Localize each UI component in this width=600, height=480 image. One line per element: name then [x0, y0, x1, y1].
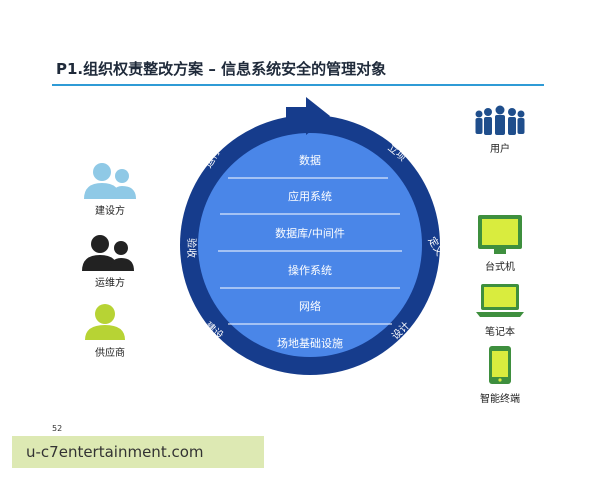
watermark-text: u-c7entertainment.com	[26, 443, 204, 461]
operator-icon	[82, 235, 134, 271]
item-label-smart-terminal: 智能终端	[480, 394, 520, 405]
desktop-icon	[478, 215, 522, 254]
layer-label-data: 数据	[299, 153, 321, 167]
role-label-builder: 建设方	[95, 206, 125, 217]
layer-label-facility: 场地基础设施	[277, 336, 343, 350]
role-label-operator: 运维方	[95, 278, 125, 289]
ring-arrow-icon	[286, 97, 330, 135]
smart-terminal-icon	[489, 346, 511, 384]
supplier-icon	[85, 304, 125, 340]
layer-label-application: 应用系统	[288, 189, 332, 203]
page-number: 52	[52, 424, 63, 433]
item-label-users: 用户	[490, 144, 510, 155]
item-label-laptop: 笔记本	[485, 327, 515, 338]
layer-dividers	[218, 177, 402, 325]
role-label-supplier: 供应商	[95, 348, 125, 359]
layer-label-database-middleware: 数据库/中间件	[275, 226, 345, 240]
title-divider	[52, 84, 544, 86]
item-label-desktop: 台式机	[485, 262, 515, 273]
layer-label-network: 网络	[299, 299, 321, 313]
laptop-icon	[476, 284, 524, 317]
inner-circle	[198, 133, 422, 357]
watermark-banner: u-c7entertainment.com	[12, 436, 264, 468]
layer-label-os: 操作系统	[288, 263, 332, 277]
cycle-label-left: 验收	[185, 238, 198, 258]
users-icon	[475, 105, 525, 135]
page-title: P1.组织权责整改方案 – 信息系统安全的管理对象	[56, 60, 387, 78]
builder-icon	[84, 163, 136, 199]
